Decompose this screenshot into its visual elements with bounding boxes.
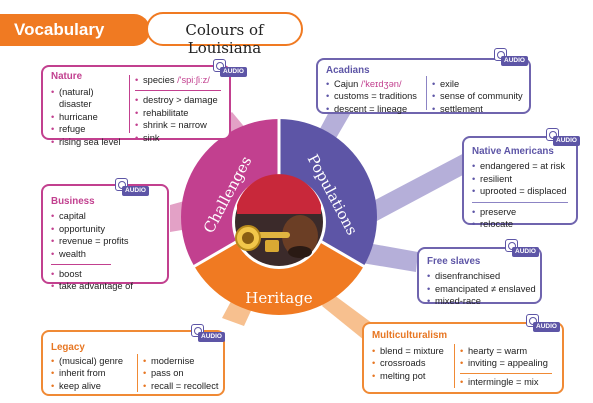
legacy-title: Legacy — [51, 342, 85, 353]
vocab-item: keep alive — [51, 380, 123, 393]
nature-box: Nature (natural) disaster hurricane refu… — [41, 59, 247, 148]
vocab-item: revenue = profits — [51, 235, 159, 248]
vocab-item: rehabilitate — [135, 107, 221, 120]
vocab-item: customs = traditions — [326, 90, 417, 103]
vocab-item: blend = mixture — [372, 345, 444, 358]
heritage-label: Heritage — [245, 289, 312, 307]
vocabulary-tab: Vocabulary — [0, 14, 150, 46]
vocab-item: hurricane — [51, 111, 121, 124]
vocab-item: disenfranchised — [427, 270, 532, 283]
nature-title: Nature — [51, 71, 83, 82]
vocab-item: destroy > damage — [135, 94, 221, 107]
vocab-item: inviting = appealing — [460, 357, 552, 370]
legacy-box: Legacy (musical) genre inherit from keep… — [41, 324, 225, 396]
vocab-item: resilient — [472, 173, 568, 186]
audio-button[interactable]: AUDIO — [115, 178, 149, 198]
vocab-item: pass on — [143, 367, 218, 380]
vocab-item: wealth — [51, 248, 159, 261]
vocab-item: refuge — [51, 123, 121, 136]
vocab-item: capital — [51, 210, 159, 223]
vocab-item: inherit from — [51, 367, 123, 380]
vocab-item: intermingle = mix — [460, 376, 552, 389]
native-americans-box: Native Americans endangered = at risk re… — [462, 128, 580, 231]
vocab-item: descent = lineage — [326, 103, 417, 116]
vocab-item: melting pot — [372, 370, 444, 383]
vocab-item: species /'spiːʃiːz/ — [135, 74, 221, 87]
vocab-item: modernise — [143, 355, 218, 368]
vocab-item: sense of community — [432, 90, 523, 103]
vocab-item: opportunity — [51, 223, 159, 236]
vocab-item: exile — [432, 78, 523, 91]
vocab-item: endangered = at risk — [472, 160, 568, 173]
vocab-item: disaster — [59, 99, 92, 110]
vocab-item: (musical) genre — [51, 355, 123, 368]
audio-button[interactable]: AUDIO — [546, 128, 580, 148]
vocab-item: (natural) — [51, 86, 121, 99]
free-slaves-title: Free slaves — [427, 256, 481, 267]
acadians-box: Acadians Cajun /'keɪdʒən/ customs = trad… — [316, 48, 531, 116]
vocab-item: uprooted = displaced — [472, 185, 568, 198]
trumpet-player-photo — [232, 174, 326, 269]
vocab-item: preserve — [472, 206, 568, 219]
business-box: Business capital opportunity revenue = p… — [41, 178, 169, 293]
business-title: Business — [51, 196, 95, 207]
vocab-item: relocate — [472, 218, 568, 231]
audio-button[interactable]: AUDIO — [213, 59, 247, 79]
vocab-item: mixed-race — [427, 295, 532, 308]
vocab-item: rising sea level — [51, 136, 121, 149]
vocab-item: hearty = warm — [460, 345, 552, 358]
vocab-item: boost — [51, 268, 159, 281]
title-pill: Colours of Louisiana — [146, 12, 303, 57]
section-label: Vocabulary — [14, 20, 105, 39]
vocab-item: recall = recollect — [143, 380, 218, 393]
audio-button[interactable]: AUDIO — [494, 48, 528, 68]
multiculturalism-title: Multiculturalism — [372, 330, 448, 341]
vocab-item: crossroads — [372, 357, 444, 370]
acadians-title: Acadians — [326, 65, 370, 76]
free-slaves-box: Free slaves disenfranchised emancipated … — [417, 239, 542, 308]
multiculturalism-box: Multiculturalism blend = mixture crossro… — [362, 314, 564, 394]
page-title: Colours of Louisiana — [185, 21, 264, 57]
vocab-item: take advantage of — [51, 280, 159, 293]
native-americans-title: Native Americans — [472, 146, 554, 157]
vocab-item: Cajun /'keɪdʒən/ — [326, 78, 417, 91]
vocab-item: settlement — [432, 103, 523, 116]
vocab-item: emancipated ≠ enslaved — [427, 283, 536, 296]
audio-button[interactable]: AUDIO — [191, 324, 225, 344]
audio-button[interactable]: AUDIO — [526, 314, 560, 334]
vocab-item: shrink = narrow — [135, 119, 221, 132]
vocab-item: sink — [135, 132, 221, 145]
audio-button[interactable]: AUDIO — [505, 239, 539, 259]
